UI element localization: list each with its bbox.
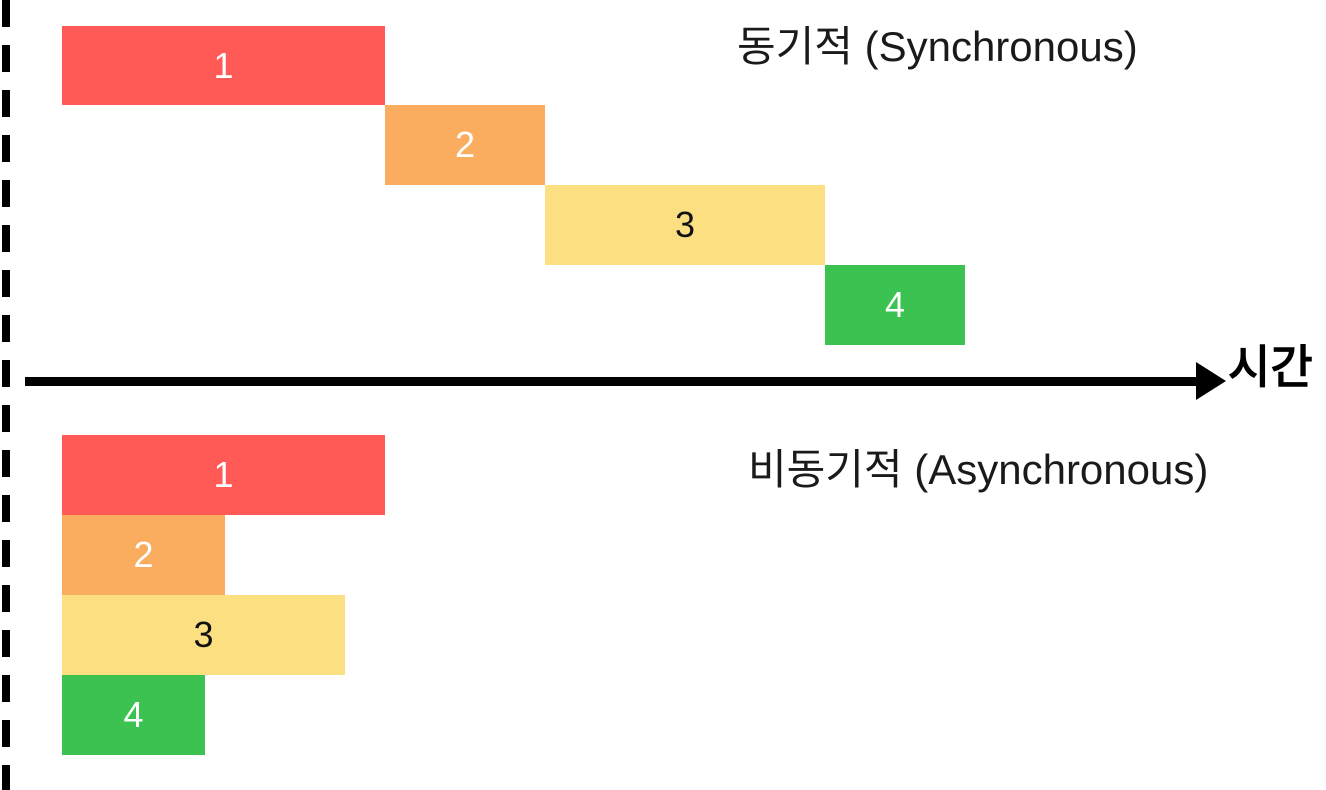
arrow-right-icon: [1196, 362, 1226, 400]
sync-task-bar-4: 4: [825, 265, 965, 345]
async-task-bar-1-label: 1: [213, 454, 234, 495]
sync-task-bar-1: 1: [62, 26, 385, 105]
async-task-bar-2: 2: [62, 515, 225, 595]
section-caption-asynchronous: 비동기적 (Asynchronous): [748, 446, 1209, 493]
sync-task-bar-3: 3: [545, 185, 825, 265]
sync-task-bar-1-label: 1: [213, 44, 234, 86]
timeline-axis-line: [25, 377, 1210, 386]
async-task-bar-1: 1: [62, 435, 385, 515]
async-task-bar-4-label: 4: [123, 694, 144, 735]
sync-task-bar-2-label: 2: [454, 124, 476, 165]
sync-task-bar-2: 2: [385, 105, 545, 185]
async-task-bar-3: 3: [62, 595, 345, 675]
async-task-bar-4: 4: [62, 675, 205, 755]
sync-task-bar-3-label: 3: [674, 204, 696, 245]
section-caption-synchronous: 동기적 (Synchronous): [737, 23, 1138, 70]
async-task-bar-3-label: 3: [193, 614, 214, 655]
dashed-vertical-rail-icon: [2, 0, 10, 790]
async-task-bar-2-label: 2: [133, 534, 154, 575]
timeline-axis-label: 시간: [1228, 341, 1313, 393]
sync-task-bar-4-label: 4: [884, 284, 906, 325]
